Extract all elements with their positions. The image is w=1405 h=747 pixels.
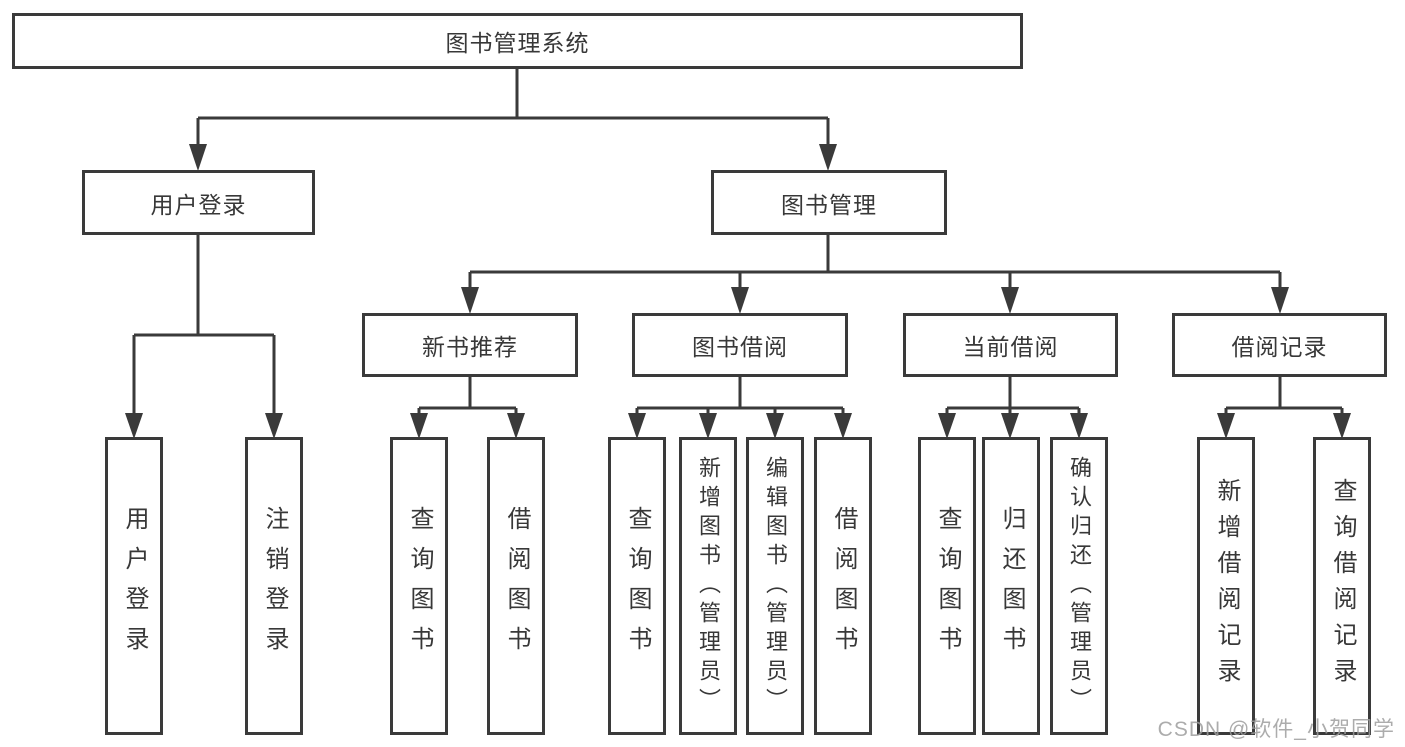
leaf-add-book-admin: 新增图书（管理员） xyxy=(679,437,737,735)
leaf-borrow-books-2-label: 借阅图书 xyxy=(830,506,857,666)
leaf-borrow-books-1-label: 借阅图书 xyxy=(503,506,530,666)
leaf-user-login: 用户登录 xyxy=(105,437,163,735)
node-book-management: 图书管理 xyxy=(711,170,947,235)
leaf-query-books-1: 查询图书 xyxy=(390,437,448,735)
leaf-add-book-admin-label: 新增图书（管理员） xyxy=(696,455,721,717)
node-book-borrow-label: 图书借阅 xyxy=(692,334,788,360)
leaf-query-books-3: 查询图书 xyxy=(918,437,976,735)
node-book-borrow: 图书借阅 xyxy=(632,313,848,377)
leaf-query-books-1-label: 查询图书 xyxy=(406,506,433,666)
leaf-return-book: 归还图书 xyxy=(982,437,1040,735)
leaf-borrow-books-2: 借阅图书 xyxy=(814,437,872,735)
leaf-query-borrow-record: 查询借阅记录 xyxy=(1313,437,1371,735)
node-new-book-recommend-label: 新书推荐 xyxy=(422,334,518,360)
node-root: 图书管理系统 xyxy=(12,13,1023,69)
leaf-query-books-3-label: 查询图书 xyxy=(934,506,961,666)
node-current-borrow-label: 当前借阅 xyxy=(962,334,1059,360)
node-user-login-label: 用户登录 xyxy=(150,191,247,218)
leaf-query-books-2: 查询图书 xyxy=(608,437,666,735)
node-new-book-recommend: 新书推荐 xyxy=(362,313,578,377)
node-book-management-label: 图书管理 xyxy=(781,191,877,218)
node-user-login: 用户登录 xyxy=(82,170,315,235)
leaf-logout-label: 注销登录 xyxy=(261,506,288,666)
node-current-borrow: 当前借阅 xyxy=(903,313,1118,377)
leaf-query-borrow-record-label: 查询借阅记录 xyxy=(1329,478,1356,694)
leaf-add-borrow-record-label: 新增借阅记录 xyxy=(1213,478,1240,694)
leaf-add-borrow-record: 新增借阅记录 xyxy=(1197,437,1255,735)
leaf-edit-book-admin-label: 编辑图书（管理员） xyxy=(763,455,788,717)
leaf-confirm-return-admin: 确认归还（管理员） xyxy=(1050,437,1108,735)
node-borrow-records: 借阅记录 xyxy=(1172,313,1387,377)
csdn-watermark: CSDN @软件_小贺同学 xyxy=(1157,718,1395,741)
leaf-query-books-2-label: 查询图书 xyxy=(624,506,651,666)
leaf-borrow-books-1: 借阅图书 xyxy=(487,437,545,735)
leaf-edit-book-admin: 编辑图书（管理员） xyxy=(746,437,804,735)
leaf-user-login-label: 用户登录 xyxy=(121,506,148,666)
node-borrow-records-label: 借阅记录 xyxy=(1231,334,1328,360)
node-root-label: 图书管理系统 xyxy=(445,30,590,56)
leaf-logout: 注销登录 xyxy=(245,437,303,735)
leaf-confirm-return-admin-label: 确认归还（管理员） xyxy=(1067,455,1092,717)
leaf-return-book-label: 归还图书 xyxy=(998,506,1025,666)
